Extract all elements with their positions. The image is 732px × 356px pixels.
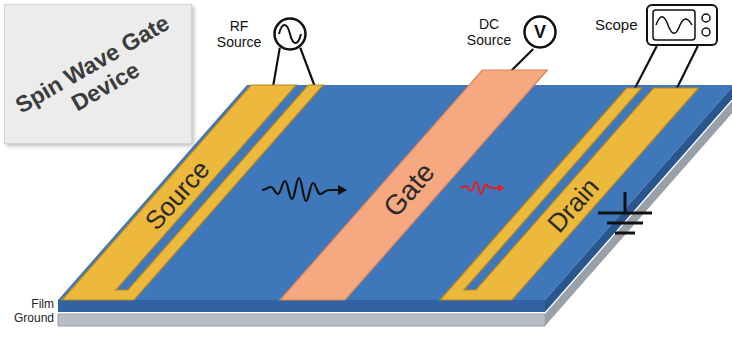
electrode-label: Source	[140, 155, 214, 234]
ground-stem	[624, 192, 627, 213]
electrode-shape	[62, 85, 323, 300]
ground-bar	[615, 232, 635, 235]
sine-symbol	[279, 25, 301, 43]
ground-symbol	[598, 192, 652, 233]
source-label: DC Source	[461, 16, 517, 48]
rf-source-symbol: RF Source	[273, 17, 307, 51]
ground-bar	[607, 222, 643, 225]
ground-bar	[598, 212, 652, 215]
source-outline	[273, 17, 307, 51]
scope-screen	[653, 10, 695, 40]
scope-outline	[646, 4, 718, 46]
scope-trace	[656, 17, 692, 34]
wave-arrowhead	[338, 185, 347, 195]
signal-wire	[510, 49, 533, 72]
ground-plate-front	[58, 314, 545, 326]
scope-symbol: Scope	[646, 4, 718, 46]
source-circle	[275, 19, 306, 50]
source-electrode: Source	[62, 85, 323, 300]
source-circle	[525, 17, 556, 48]
layer-label: Film	[0, 297, 54, 311]
voltage-symbol: V	[534, 23, 546, 41]
layer-labels: FilmGround	[0, 297, 54, 325]
electrode-shape	[440, 88, 699, 300]
scope-knob	[702, 28, 710, 36]
drain-electrode: Drain	[440, 88, 699, 300]
attenuated-wave-packet	[460, 182, 500, 194]
layer-label: Ground	[0, 311, 54, 325]
scope-body	[647, 5, 717, 45]
spin-wave-packet	[262, 178, 340, 201]
device-title: Spin Wave Gate Device	[8, 7, 190, 143]
signal-wire	[634, 46, 698, 90]
wave-arrowhead	[498, 185, 505, 192]
title-panel: Spin Wave Gate Device	[4, 4, 192, 144]
scope-label: Scope	[595, 16, 638, 34]
dc-source-symbol: DC SourceV	[523, 15, 557, 49]
source-label: RF Source	[211, 18, 267, 50]
film-front-face	[58, 300, 545, 312]
scope-knob	[702, 14, 710, 22]
signal-wire	[273, 48, 315, 87]
